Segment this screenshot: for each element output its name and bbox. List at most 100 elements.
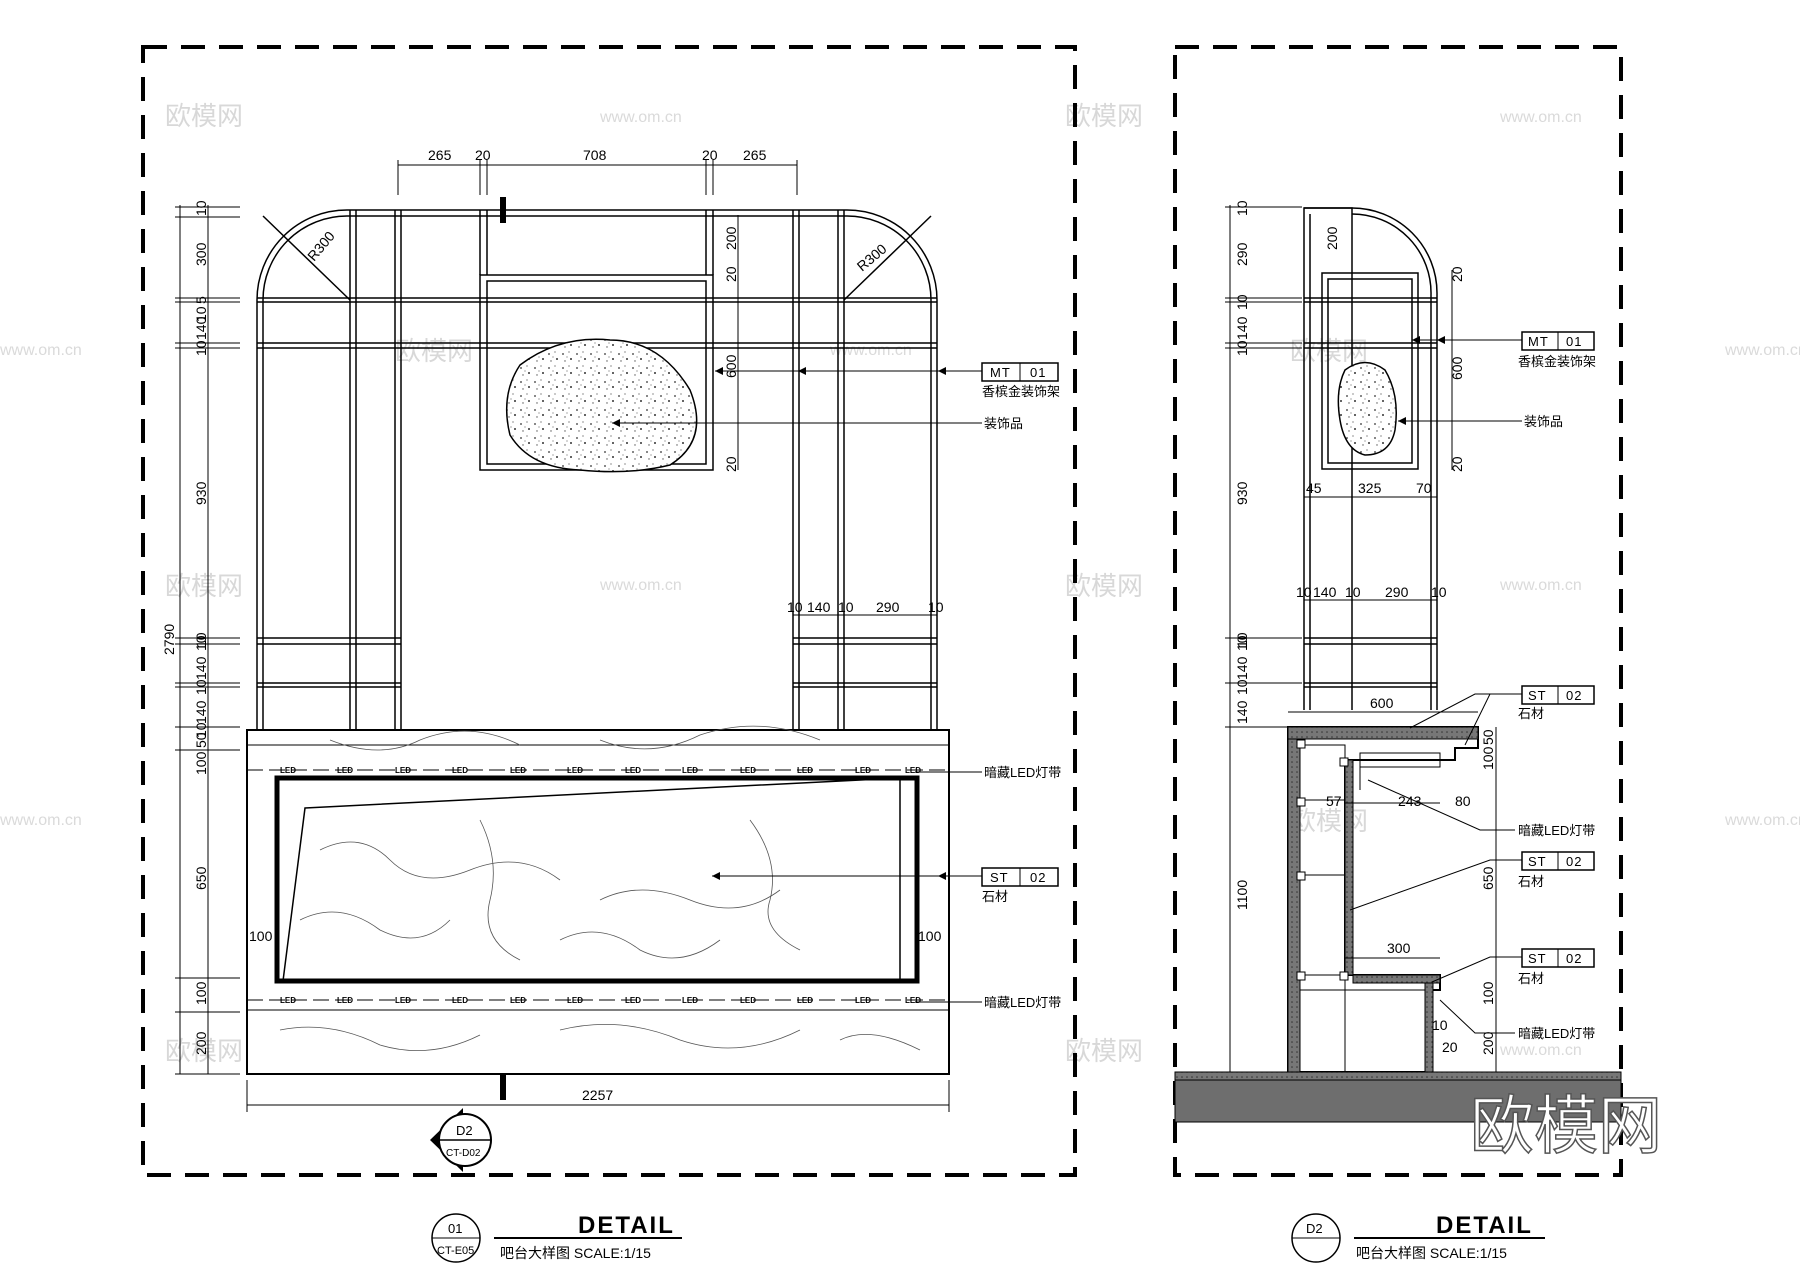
- svg-text:02: 02: [1566, 688, 1582, 703]
- svg-text:200: 200: [1480, 1031, 1496, 1055]
- svg-text:600: 600: [1370, 695, 1394, 711]
- svg-text:50: 50: [1480, 729, 1496, 745]
- v2-title-block: D2 DETAIL 吧台大样图 SCALE:1/15: [1291, 1212, 1545, 1263]
- v1-title-block: 01 CT-E05 DETAIL 吧台大样图 SCALE:1/15: [431, 1212, 682, 1263]
- wm-url-2: www.om.cn: [1499, 109, 1582, 126]
- v1-mid-dims: 10 140 10 290 10: [787, 599, 944, 615]
- svg-text:LED: LED: [855, 766, 871, 775]
- v1-callout-st02: ST 02 石材: [712, 867, 1059, 904]
- svg-text:10: 10: [1234, 200, 1250, 216]
- v1-bottom-dim: 2257: [582, 1087, 613, 1103]
- svg-text:10: 10: [1234, 340, 1250, 356]
- svg-text:MT: MT: [990, 365, 1011, 380]
- v2-title: DETAIL: [1436, 1212, 1533, 1239]
- svg-text:140: 140: [193, 656, 209, 680]
- svg-text:LED: LED: [682, 996, 698, 1005]
- svg-text:LED: LED: [395, 766, 411, 775]
- svg-text:LED: LED: [797, 996, 813, 1005]
- svg-text:100: 100: [1480, 981, 1496, 1005]
- svg-text:暗藏LED灯带: 暗藏LED灯带: [984, 995, 1061, 1010]
- v2-decor-ornament: [1337, 361, 1397, 456]
- svg-text:02: 02: [1566, 854, 1582, 869]
- v2-champagne-frame: [1303, 207, 1438, 710]
- v2-frame-dims: 45 325 70: [1306, 480, 1432, 496]
- wm-brand-4: 欧模网: [1290, 336, 1368, 366]
- v1-section-marker[interactable]: D2 CT-D02: [430, 1108, 492, 1172]
- svg-text:20: 20: [723, 266, 739, 282]
- wm-url-8: www.om.cn: [0, 812, 82, 829]
- svg-text:20: 20: [1449, 456, 1465, 472]
- v1-callout-led-bottom: 暗藏LED灯带: [915, 995, 1061, 1010]
- svg-text:暗藏LED灯带: 暗藏LED灯带: [1518, 823, 1595, 838]
- wm-url-7: www.om.cn: [1499, 577, 1582, 594]
- svg-text:LED: LED: [625, 996, 641, 1005]
- v2-callout-led-bottom: 暗藏LED灯带: [1439, 999, 1595, 1041]
- svg-text:200: 200: [723, 226, 739, 250]
- svg-text:290: 290: [1385, 584, 1409, 600]
- svg-text:600: 600: [1449, 356, 1465, 380]
- svg-text:MT: MT: [1528, 334, 1549, 349]
- svg-text:10: 10: [193, 306, 209, 322]
- svg-text:290: 290: [876, 599, 900, 615]
- svg-text:石材: 石材: [1518, 874, 1544, 889]
- svg-text:930: 930: [193, 481, 209, 505]
- svg-text:LED: LED: [280, 766, 296, 775]
- svg-text:LED: LED: [510, 996, 526, 1005]
- svg-text:10: 10: [1234, 635, 1250, 651]
- wm-brand-9: 欧模网: [165, 1036, 243, 1066]
- v1-counter-body: [246, 729, 950, 1075]
- v2-callout-st02-bottom: ST 02 石材: [1431, 948, 1595, 986]
- svg-text:10: 10: [838, 599, 854, 615]
- svg-text:暗藏LED灯带: 暗藏LED灯带: [984, 765, 1061, 780]
- svg-text:LED: LED: [797, 766, 813, 775]
- v2-counter-section: [1287, 726, 1479, 1073]
- svg-text:5: 5: [193, 296, 209, 304]
- v1-side-dim-left: 100: [249, 928, 273, 944]
- svg-text:10: 10: [1234, 679, 1250, 695]
- svg-text:LED: LED: [905, 766, 921, 775]
- svg-text:LED: LED: [452, 996, 468, 1005]
- svg-text:石材: 石材: [1518, 971, 1544, 986]
- svg-text:290: 290: [1234, 242, 1250, 266]
- view1-border: [141, 45, 1077, 1177]
- wm-url-6: www.om.cn: [599, 577, 682, 594]
- svg-text:708: 708: [583, 147, 607, 163]
- corner-logo-watermark: 欧模网: [1470, 1090, 1662, 1162]
- svg-text:CT-D02: CT-D02: [446, 1148, 481, 1159]
- svg-text:LED: LED: [625, 766, 641, 775]
- svg-text:20: 20: [1442, 1039, 1458, 1055]
- view2-section: 10 290 10 140 10 10 930 10 140 10 140 11…: [1173, 45, 1623, 1263]
- svg-text:20: 20: [475, 147, 491, 163]
- svg-text:325: 325: [1358, 480, 1382, 496]
- v1-top-dims: 265 20 708 20 265: [428, 147, 767, 163]
- svg-text:D2: D2: [456, 1123, 473, 1138]
- v2-mid-dims: 10 140 10 290 10: [1296, 584, 1447, 600]
- v1-caption: 吧台大样图 SCALE:1/15: [500, 1245, 651, 1261]
- svg-text:装饰品: 装饰品: [1524, 414, 1563, 429]
- svg-text:香槟金装饰架: 香槟金装饰架: [1518, 354, 1596, 369]
- svg-text:装饰品: 装饰品: [984, 416, 1023, 431]
- v2-id-num: D2: [1306, 1221, 1323, 1236]
- svg-text:01: 01: [1030, 365, 1046, 380]
- wm-url-5: www.om.cn: [1724, 342, 1800, 359]
- svg-text:LED: LED: [567, 766, 583, 775]
- svg-text:10: 10: [193, 200, 209, 216]
- wm-brand-8: 欧模网: [1290, 806, 1368, 836]
- v2-counter-dims: 600 50 100 57 243 80 650 300 100 200 10 …: [1326, 695, 1496, 1055]
- svg-text:10: 10: [1234, 294, 1250, 310]
- svg-text:10: 10: [193, 679, 209, 695]
- svg-text:10: 10: [787, 599, 803, 615]
- svg-text:LED: LED: [510, 766, 526, 775]
- svg-text:140: 140: [193, 700, 209, 724]
- svg-text:100: 100: [193, 981, 209, 1005]
- svg-text:ST: ST: [1528, 688, 1547, 703]
- svg-text:20: 20: [723, 456, 739, 472]
- v2-left-dims: 10 290 10 140 10 10 930 10 140 10 140 11…: [1234, 200, 1250, 910]
- svg-text:1100: 1100: [1234, 880, 1250, 910]
- svg-text:140: 140: [1234, 316, 1250, 340]
- svg-text:10: 10: [1296, 584, 1312, 600]
- v2-top-dim: 200: [1324, 226, 1340, 250]
- svg-text:57: 57: [1326, 793, 1342, 809]
- v1-left-ticks: [175, 206, 240, 1075]
- wm-brand-6: 欧模网: [1065, 571, 1143, 601]
